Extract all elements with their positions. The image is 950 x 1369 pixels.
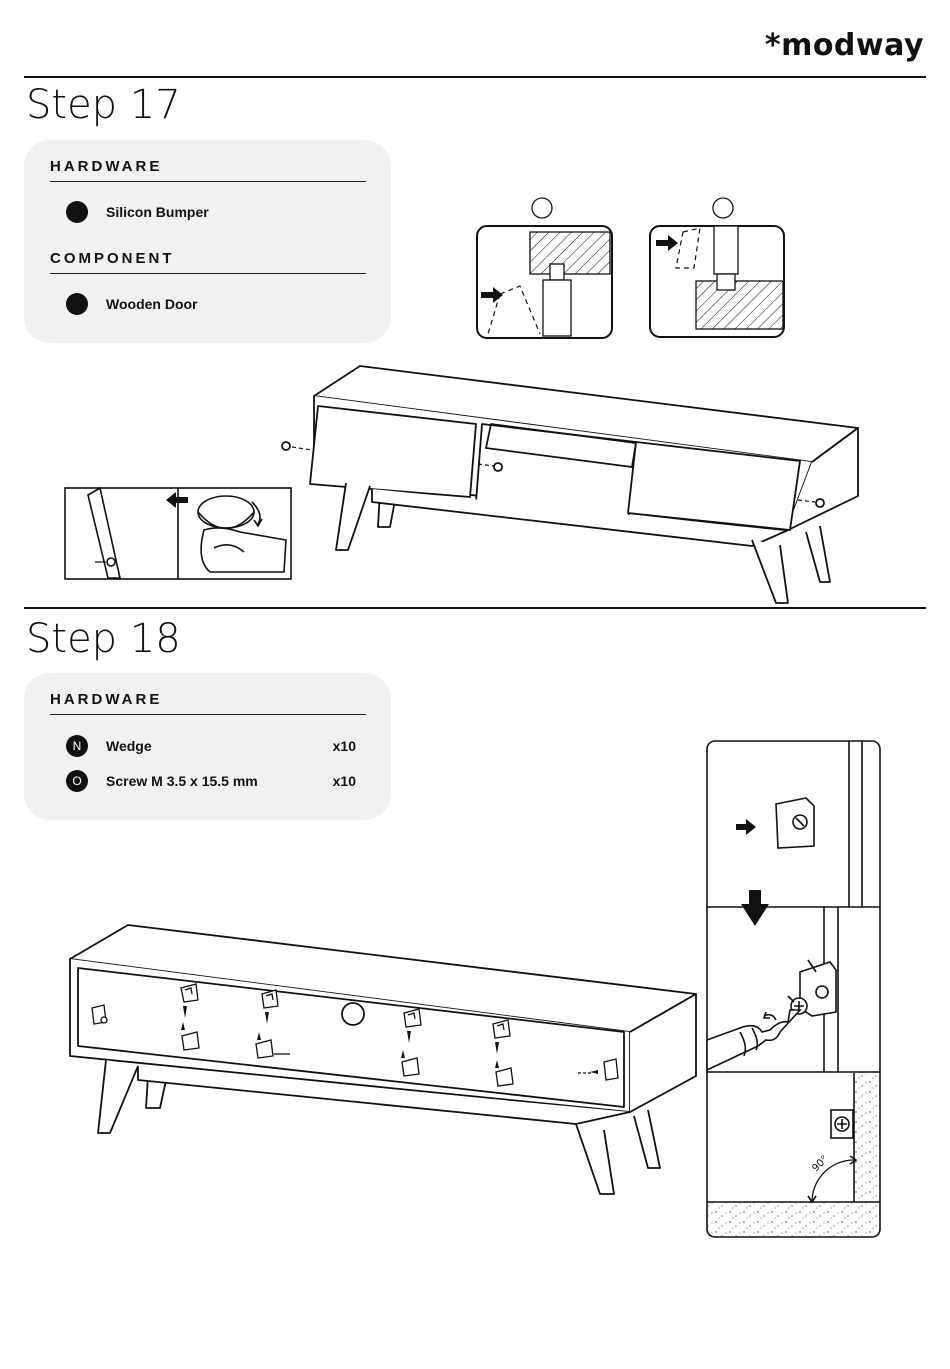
cable-hole <box>342 1003 364 1025</box>
bumper-insert-detail-2 <box>650 198 784 337</box>
wedge-part <box>92 1005 107 1024</box>
bumper-insert-detail-1 <box>477 198 612 338</box>
angle-label: 90° <box>810 1154 830 1174</box>
step18-cabinet-drawing <box>70 925 696 1194</box>
arrow-right-icon <box>736 819 756 835</box>
wedge-part <box>181 984 198 1002</box>
arrow-down-icon <box>741 890 769 926</box>
wedge-part <box>493 1020 510 1038</box>
wedge-part <box>256 1040 273 1058</box>
wedge-install-detail <box>707 741 880 1237</box>
wedge-part <box>182 1032 199 1050</box>
arrow-right-icon <box>481 287 503 303</box>
wedge-part <box>604 1059 618 1080</box>
wedge-part <box>496 1068 513 1086</box>
detail-marker-circle <box>532 198 552 218</box>
detail-marker-circle <box>713 198 733 218</box>
wedge-part <box>402 1058 419 1076</box>
step17-cabinet-drawing <box>282 366 858 603</box>
bumper-press-inset <box>65 488 291 579</box>
wedge-part <box>262 990 278 1008</box>
wedge-part <box>404 1009 421 1027</box>
arrow-right-icon <box>656 235 678 251</box>
